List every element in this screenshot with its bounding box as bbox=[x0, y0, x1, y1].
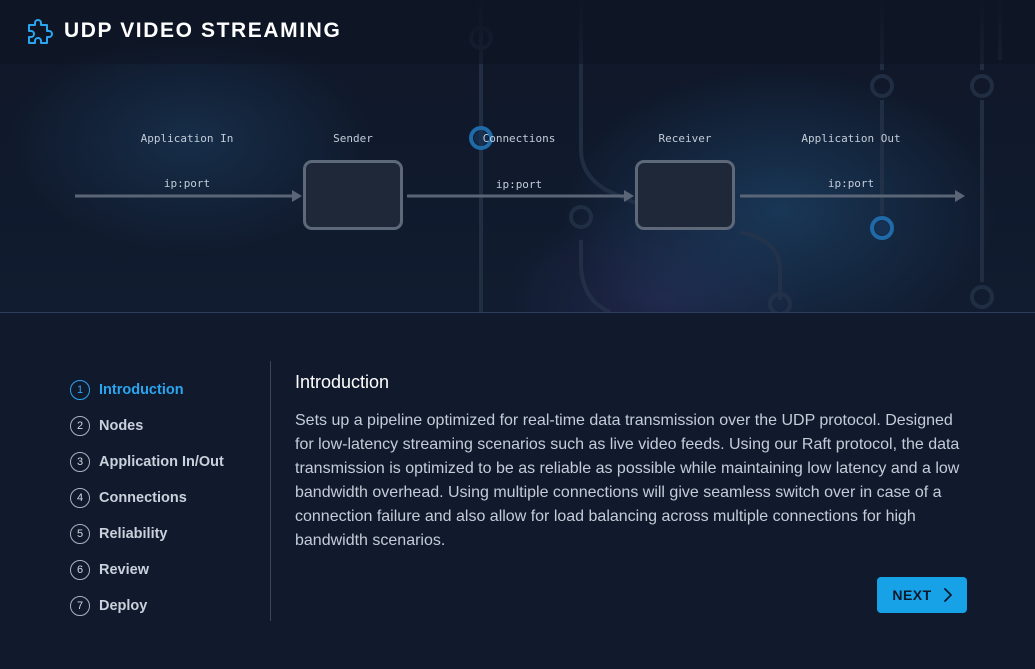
stage-address-application-in: ip:port bbox=[163, 177, 211, 190]
content-title: Introduction bbox=[295, 372, 390, 392]
sender-node[interactable] bbox=[303, 160, 403, 230]
stage-label-application-out: Application Out bbox=[801, 132, 901, 145]
next-button-label: NEXT bbox=[892, 587, 932, 603]
step-number: 6 bbox=[70, 560, 90, 580]
step-reliability[interactable]: 5 Reliability bbox=[70, 516, 224, 552]
step-number: 1 bbox=[70, 380, 90, 400]
step-label: Deploy bbox=[99, 598, 148, 614]
step-label: Reliability bbox=[99, 526, 168, 542]
stage-address-connections: ip:port bbox=[495, 178, 543, 191]
step-label: Connections bbox=[99, 490, 187, 506]
step-number: 3 bbox=[70, 452, 90, 472]
step-introduction[interactable]: 1 Introduction bbox=[70, 372, 224, 408]
app-header: UDP VIDEO STREAMING bbox=[0, 0, 1035, 64]
step-review[interactable]: 6 Review bbox=[70, 552, 224, 588]
step-nodes[interactable]: 2 Nodes bbox=[70, 408, 224, 444]
step-label: Nodes bbox=[99, 418, 144, 434]
chevron-right-icon bbox=[943, 588, 952, 602]
step-number: 4 bbox=[70, 488, 90, 508]
step-number: 7 bbox=[70, 596, 90, 616]
step-number: 2 bbox=[70, 416, 90, 436]
next-button[interactable]: NEXT bbox=[877, 577, 967, 613]
puzzle-piece-icon bbox=[28, 19, 53, 44]
step-connections[interactable]: 4 Connections bbox=[70, 480, 224, 516]
receiver-node[interactable] bbox=[635, 160, 735, 230]
step-number: 5 bbox=[70, 524, 90, 544]
content-body: Sets up a pipeline optimized for real-ti… bbox=[295, 412, 960, 549]
stage-address-application-out: ip:port bbox=[827, 177, 875, 190]
wizard-steps: 1 Introduction 2 Nodes 3 Application In/… bbox=[70, 372, 224, 624]
circuit-background bbox=[75, 0, 1002, 312]
step-label: Introduction bbox=[99, 382, 184, 398]
step-application-in-out[interactable]: 3 Application In/Out bbox=[70, 444, 224, 480]
stage-label-receiver: Receiver bbox=[658, 132, 712, 145]
stage-label-application-in: Application In bbox=[140, 132, 234, 145]
step-deploy[interactable]: 7 Deploy bbox=[70, 588, 224, 624]
stage-label-sender: Sender bbox=[333, 132, 373, 145]
pipeline-hero: UDP VIDEO STREAMING Application In ip:po… bbox=[0, 0, 1035, 313]
step-label: Application In/Out bbox=[99, 454, 224, 470]
section-divider bbox=[270, 361, 271, 621]
app-title: UDP VIDEO STREAMING bbox=[64, 19, 342, 42]
stage-label-connections: Connections bbox=[482, 132, 556, 145]
step-label: Review bbox=[99, 562, 149, 578]
